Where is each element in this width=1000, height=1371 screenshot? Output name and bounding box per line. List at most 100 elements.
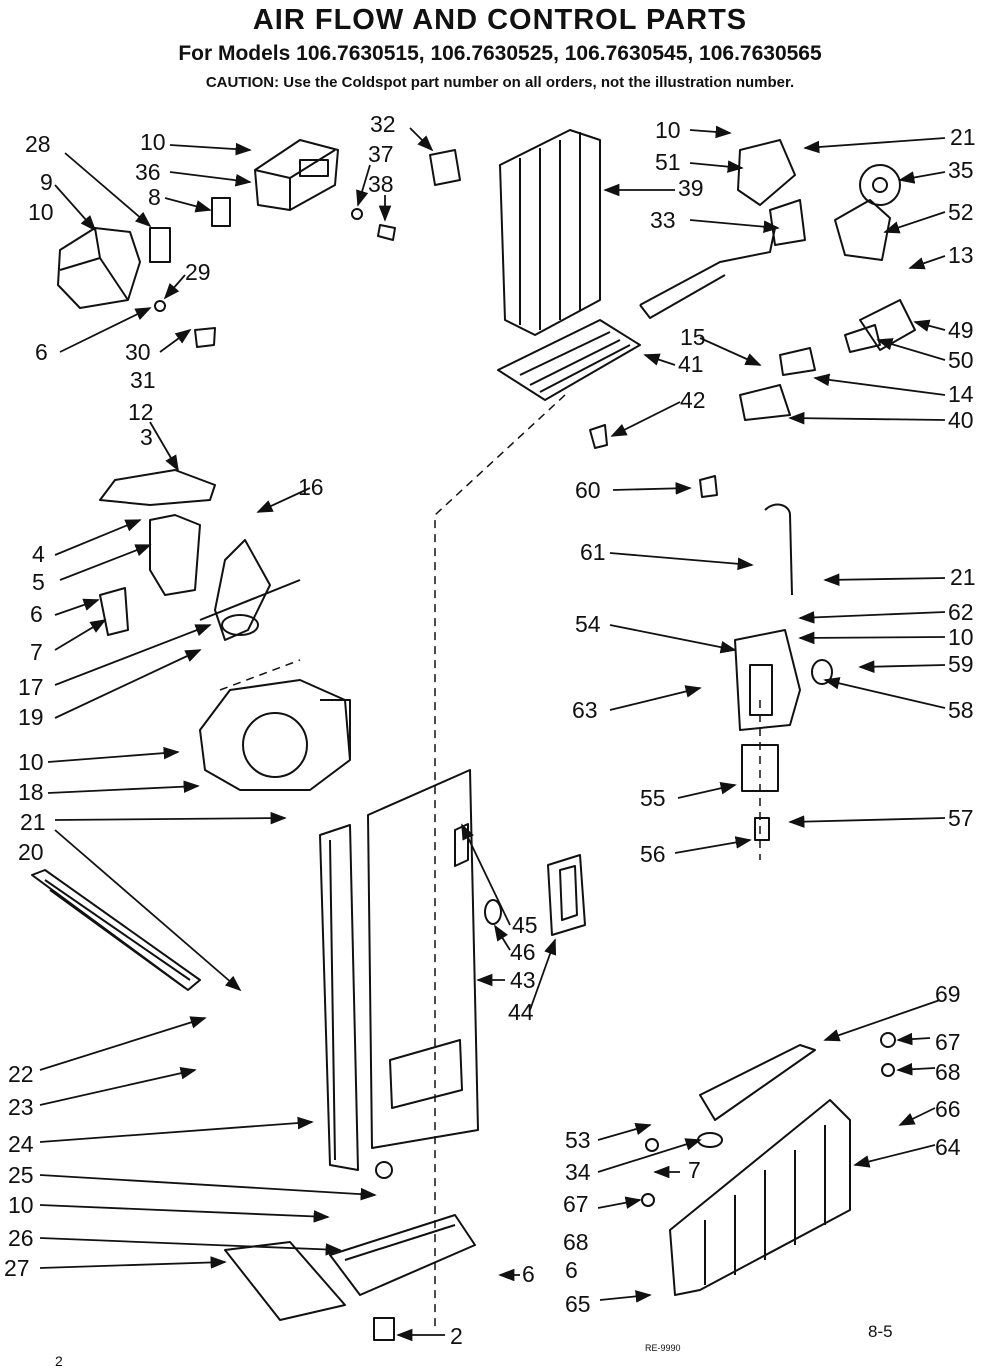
control-box: [734, 503, 833, 841]
defrost-heater-assembly: [641, 1032, 896, 1296]
callout-24: 24: [8, 1131, 34, 1157]
callout-22: 22: [8, 1061, 34, 1087]
callout-37: 37: [368, 141, 394, 167]
callout-69: 69: [935, 981, 961, 1007]
callout-44: 44: [508, 999, 534, 1025]
evaporator-cover-left: [319, 824, 359, 1171]
callout-38: 38: [368, 171, 394, 197]
callout-9: 9: [40, 169, 53, 195]
corner-mark: 2: [55, 1353, 63, 1369]
callout-63: 63: [572, 697, 598, 723]
callout-66: 66: [935, 1096, 961, 1122]
callout-14: 14: [948, 381, 974, 407]
callout-12: 12: [128, 399, 154, 425]
callout-21: 21: [950, 124, 976, 150]
damper-control-assembly: [57, 197, 231, 309]
page-reference: 8-5: [868, 1322, 893, 1341]
callout-29: 29: [185, 259, 211, 285]
callout-8: 8: [148, 184, 161, 210]
callout-64: 64: [935, 1134, 961, 1160]
caution-note: CAUTION: Use the Coldspot part number on…: [205, 74, 795, 91]
leader-lines: [39, 125, 946, 1342]
air-grille: [31, 869, 201, 991]
callout-32: 32: [370, 111, 396, 137]
callout-16: 16: [298, 474, 324, 500]
callout-23: 23: [8, 1094, 34, 1120]
callout-43: 43: [510, 967, 536, 993]
small-clips-upper: [154, 149, 461, 348]
callout-35: 35: [948, 157, 974, 183]
callout-labels: 28 9 10 10 3 6 8 29 6 30 31 32 37 38 39 1…: [4, 111, 976, 1349]
diagram-title: AIR FLOW AND CONTROL PARTS: [252, 4, 748, 36]
callout-20: 20: [18, 839, 44, 865]
callout-6: 6: [522, 1261, 535, 1287]
callout-67: 67: [563, 1191, 589, 1217]
callout-10: 10: [948, 624, 974, 650]
callout-41: 41: [678, 351, 704, 377]
callout-53: 53: [565, 1127, 591, 1153]
callout-7: 7: [30, 639, 43, 665]
light-switch-housing: [484, 854, 586, 936]
fan-shroud: [199, 679, 351, 791]
callout-55: 55: [640, 785, 666, 811]
callout-6: 6: [30, 601, 43, 627]
callout-60: 60: [575, 477, 601, 503]
callout-2: 2: [450, 1323, 463, 1349]
callout-46: 46: [510, 939, 536, 965]
callout-13: 13: [948, 242, 974, 268]
air-diffuser: [497, 319, 641, 449]
callout-68: 68: [935, 1059, 961, 1085]
callout-10: 10: [140, 129, 166, 155]
callout-7: 7: [688, 1157, 701, 1183]
callout-21: 21: [20, 809, 46, 835]
drawing-code: RE-9990: [645, 1343, 681, 1353]
callout-10: 10: [655, 117, 681, 143]
callout-17: 17: [18, 674, 44, 700]
callout-58: 58: [948, 697, 974, 723]
callout-10: 10: [28, 199, 54, 225]
callout-34: 34: [565, 1159, 591, 1185]
thermostat-assembly: [639, 139, 916, 498]
callout-33: 33: [650, 207, 676, 233]
callout-31: 31: [130, 367, 156, 393]
callout-21: 21: [950, 564, 976, 590]
callout-42: 42: [680, 387, 706, 413]
control-housing: [254, 139, 339, 211]
callout-39: 39: [678, 175, 704, 201]
model-numbers: For Models 106.7630515, 106.7630525, 106…: [178, 42, 822, 65]
callout-3: 3: [140, 424, 153, 450]
callout-68: 68: [563, 1229, 589, 1255]
callout-62: 62: [948, 599, 974, 625]
air-duct: [499, 129, 601, 336]
callout-30: 30: [125, 339, 151, 365]
assembly-guide-lines: [219, 394, 761, 1330]
callout-49: 49: [948, 317, 974, 343]
callout-10: 10: [18, 749, 44, 775]
callout-61: 61: [580, 539, 606, 565]
callout-45: 45: [512, 912, 538, 938]
callout-6: 6: [35, 339, 48, 365]
callout-10: 10: [8, 1192, 34, 1218]
drain-trough: [224, 1161, 476, 1341]
callout-54: 54: [575, 611, 601, 637]
callout-15: 15: [680, 324, 706, 350]
callout-28: 28: [25, 131, 51, 157]
callout-52: 52: [948, 199, 974, 225]
evaporator-cover-panel: [367, 769, 479, 1149]
callout-59: 59: [948, 651, 974, 677]
callout-57: 57: [948, 805, 974, 831]
callout-25: 25: [8, 1162, 34, 1188]
callout-6: 6: [565, 1257, 578, 1283]
callout-19: 19: [18, 704, 44, 730]
callout-65: 65: [565, 1291, 591, 1317]
callout-27: 27: [4, 1255, 30, 1281]
callout-26: 26: [8, 1225, 34, 1251]
callout-18: 18: [18, 779, 44, 805]
fan-motor-bracket: [99, 469, 301, 641]
callout-51: 51: [655, 149, 681, 175]
callout-40: 40: [948, 407, 974, 433]
callout-67: 67: [935, 1029, 961, 1055]
callout-4: 4: [32, 541, 45, 567]
callout-56: 56: [640, 841, 666, 867]
